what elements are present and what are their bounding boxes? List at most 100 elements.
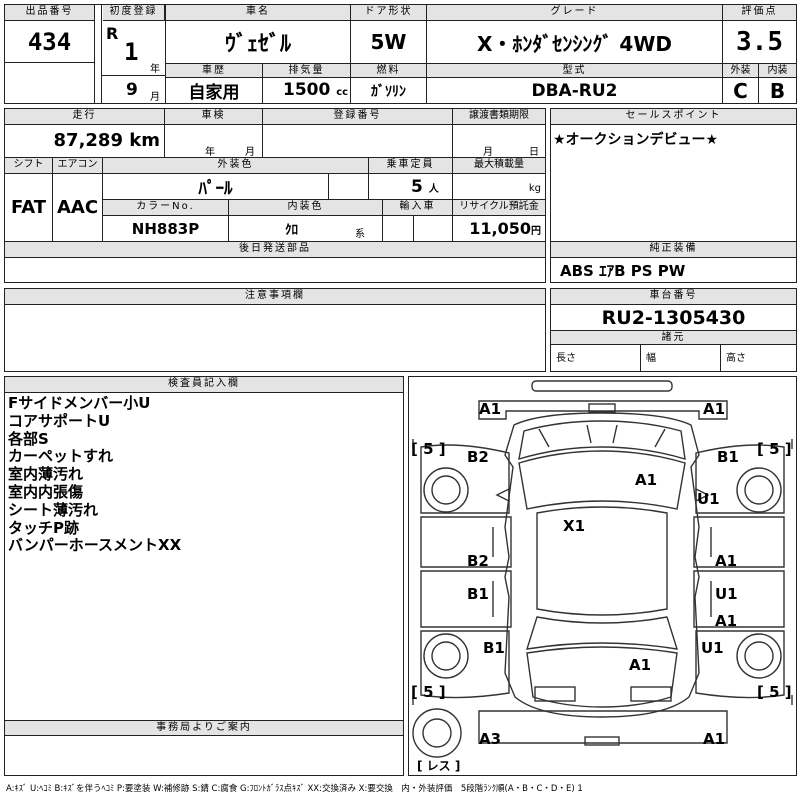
- era: R: [106, 24, 119, 43]
- notes-block: [4, 288, 546, 372]
- km-unit: km: [129, 130, 160, 151]
- mileage-number: 87,289: [53, 130, 123, 151]
- reg-no-value: [263, 125, 453, 157]
- car-name-label: 車名: [165, 5, 351, 21]
- divider: [5, 157, 545, 158]
- inspector-block: [4, 376, 404, 776]
- interior-grade: B: [769, 78, 786, 103]
- person-unit: 人: [428, 184, 439, 195]
- color-no-value: NH883P: [103, 216, 229, 241]
- damage-door-rr-a: A1: [715, 612, 738, 630]
- damage-legend: A:ｷｽﾞ U:ﾍｺﾐ B:ｷｽﾞを伴うﾍｺﾐ P:要塗装 W:補修跡 S:錆 …: [6, 784, 583, 794]
- max-load-value: kg: [453, 174, 545, 200]
- cc-unit: cc: [336, 87, 349, 98]
- car-name: ｳﾞｪｾﾞﾙ: [165, 21, 351, 63]
- door-type: 5W: [351, 21, 427, 63]
- divider: [102, 75, 165, 76]
- height-label: 高さ: [726, 353, 746, 364]
- grade-value: X・ﾎﾝﾀﾞｾﾝｼﾝｸﾞ 4WD: [427, 21, 723, 63]
- exterior-grade: C: [723, 78, 759, 103]
- damage-door-fr: A1: [715, 552, 738, 570]
- color-no-label: カラーNo.: [103, 200, 229, 216]
- max-load-label: 最大積載量: [453, 158, 545, 174]
- office-label: 事務局よりご案内: [5, 720, 403, 736]
- equipment-value: ABS ｴｱB PS PW: [560, 262, 686, 280]
- inspection-value: 年 月: [165, 125, 263, 158]
- insp-year: 年: [205, 147, 215, 158]
- lot-number: 434: [5, 21, 95, 63]
- interior-grade-label: 内装: [759, 64, 796, 78]
- year-unit: 年: [150, 64, 160, 75]
- tire-rear-right: [ 5 ]: [757, 683, 792, 701]
- width-label: 幅: [641, 345, 721, 371]
- displacement-number: 1500: [283, 80, 331, 100]
- divider: [101, 5, 102, 103]
- reg-month: 9: [126, 80, 138, 100]
- chassis-label: 車台番号: [551, 289, 796, 305]
- damage-door-fl: B2: [467, 552, 489, 570]
- score-value: 3.5: [736, 27, 783, 57]
- divider: [165, 63, 797, 64]
- model-value: DBA-RU2: [427, 78, 723, 103]
- sales-point-text: ★オークションデビュー★: [553, 132, 719, 148]
- tire-front-left: [ 5 ]: [411, 440, 446, 458]
- damage-door-rr-u: U1: [715, 585, 738, 603]
- aircon-value: AAC: [53, 174, 103, 241]
- transfer-month: 月: [483, 147, 493, 158]
- lot-blank: [5, 63, 95, 103]
- door-label: ドア形状: [351, 5, 427, 21]
- damage-fender-fr: B1: [717, 448, 739, 466]
- damage-trunk: A1: [629, 656, 652, 674]
- history-label: 車歴: [165, 64, 263, 78]
- note-line: 室内内張傷: [8, 482, 84, 501]
- equipment-label: 純正装備: [551, 242, 796, 258]
- damage-hood: A1: [635, 471, 658, 489]
- tire-front-right: [ 5 ]: [757, 440, 792, 458]
- later-parts-block: [4, 241, 546, 283]
- capacity-label: 乗車定員: [369, 158, 453, 174]
- aircon-label: エアコン: [53, 158, 103, 174]
- history-value: 自家用: [165, 78, 263, 103]
- kei-unit: 系: [355, 229, 365, 240]
- transfer-day: 日: [529, 147, 539, 158]
- damage-roof: X1: [563, 517, 586, 535]
- tire-rear-left: [ 5 ]: [411, 683, 446, 701]
- specs-label: 諸元: [551, 331, 796, 345]
- damage-front-left: A1: [479, 400, 502, 418]
- recycle-number: 11,050: [469, 219, 531, 238]
- chassis-number: RU2-1305430: [551, 305, 796, 331]
- spare-tire-status: [ レス ]: [417, 759, 461, 773]
- fuel-value: ｶﾞｿﾘﾝ: [351, 78, 427, 103]
- shift-label: シフト: [5, 158, 53, 174]
- inspector-notes: Fサイドメンバー小U コアサポートU 各部S カーペットすれ 室内薄汚れ 室内内…: [8, 394, 398, 555]
- header-block: [4, 4, 797, 104]
- shift-value: FAT: [5, 174, 53, 241]
- displacement-label: 排気量: [263, 64, 351, 78]
- damage-fender-fl: B2: [467, 448, 489, 466]
- damage-quarter-rl: B1: [483, 639, 505, 657]
- month-unit: 月: [150, 92, 160, 103]
- notes-label: 注意事項欄: [5, 289, 545, 305]
- equipment-block: [550, 241, 797, 283]
- note-line: コアサポートU: [8, 411, 111, 430]
- capacity-number: 5: [411, 177, 423, 197]
- inspector-label: 検査員記入欄: [5, 377, 403, 393]
- mileage-value: 87,289 km: [5, 125, 165, 157]
- later-parts-label: 後日発送部品: [5, 242, 545, 258]
- damage-door-rl: B1: [467, 585, 489, 603]
- insp-month: 月: [245, 147, 255, 158]
- note-line: シート薄汚れ: [8, 500, 99, 519]
- import-value: [383, 216, 453, 241]
- model-label: 型式: [427, 64, 723, 78]
- displacement-value: 1500 cc: [263, 78, 351, 103]
- int-color-text: ｸﾛ: [285, 223, 298, 238]
- note-line: 室内薄汚れ: [8, 465, 84, 484]
- length-label: 長さ: [551, 345, 641, 371]
- sales-point-label: セールスポイント: [551, 109, 796, 125]
- divider: [413, 216, 414, 241]
- ext-color-value: ﾊﾟｰﾙ: [103, 174, 329, 200]
- damage-front-right: A1: [703, 400, 726, 418]
- int-color-value: ｸﾛ 系: [229, 216, 383, 241]
- mileage-label: 走行: [5, 109, 165, 125]
- note-line: カーペットすれ: [8, 447, 114, 466]
